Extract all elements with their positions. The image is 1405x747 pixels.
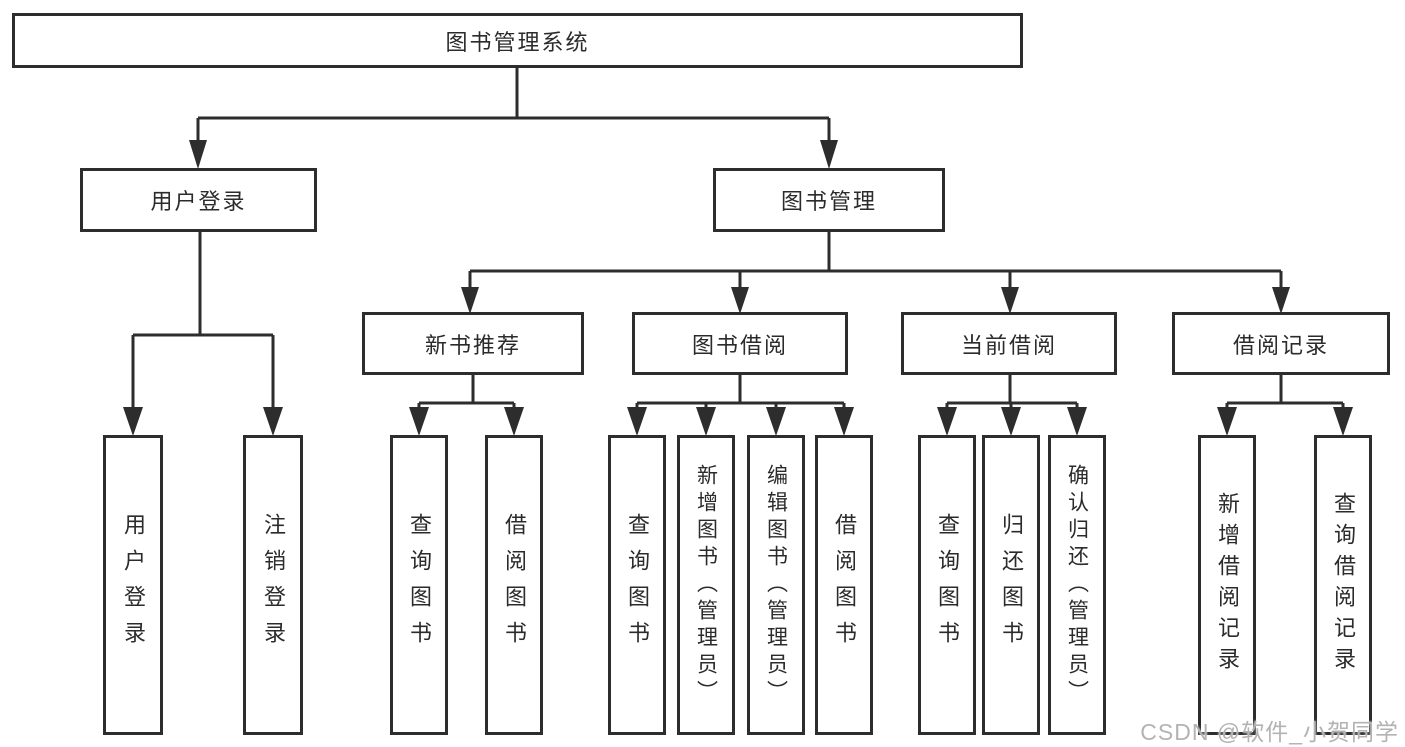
- connector-path: [468, 232, 1283, 290]
- node-leaf-add-book-admin: 新增图书（管理员）: [677, 435, 735, 735]
- arrow-down-icon: [1001, 287, 1019, 314]
- node-leaf-user-login: 用户登录: [103, 435, 163, 735]
- arrow-down-icon: [696, 407, 716, 436]
- node-book-borrowing: 图书借阅: [632, 312, 848, 375]
- node-leaf-borrow-books-borrowing: 借阅图书: [815, 435, 873, 735]
- arrow-down-icon: [1217, 407, 1237, 436]
- node-leaf-label: 查询借阅记录: [1331, 492, 1356, 678]
- node-user-login: 用户登录: [80, 168, 317, 232]
- node-borrowing-records: 借阅记录: [1172, 312, 1390, 375]
- node-book-borrowing-label: 图书借阅: [691, 332, 788, 358]
- arrow-down-icon: [834, 407, 854, 436]
- arrow-down-icon: [731, 287, 749, 314]
- node-leaf-query-books-current: 查询图书: [918, 435, 976, 735]
- arrow-down-icon: [1001, 407, 1021, 436]
- arrow-down-icon: [766, 407, 786, 436]
- arrow-down-icon: [1067, 407, 1087, 436]
- node-leaf-query-books-borrowing: 查询图书: [608, 435, 666, 735]
- node-leaf-confirm-return-admin: 确认归还（管理员）: [1048, 435, 1106, 735]
- node-new-book-recommend: 新书推荐: [362, 312, 584, 375]
- node-leaf-label: 确认归还（管理员）: [1065, 463, 1089, 707]
- node-leaf-return-books: 归还图书: [982, 435, 1040, 735]
- arrow-down-icon: [504, 407, 524, 436]
- arrow-down-icon: [409, 407, 429, 436]
- node-book-management-label: 图书管理: [780, 189, 877, 214]
- node-leaf-label: 归还图书: [999, 513, 1024, 657]
- node-leaf-label: 查询图书: [407, 513, 432, 657]
- node-leaf-label: 查询图书: [935, 513, 960, 657]
- node-leaf-label: 查询图书: [625, 513, 650, 657]
- node-leaf-label: 注销登录: [261, 513, 286, 657]
- arrow-down-icon: [937, 407, 957, 436]
- node-leaf-label: 新增借阅记录: [1215, 492, 1240, 678]
- node-leaf-label: 用户登录: [121, 513, 146, 657]
- connector-path: [417, 375, 516, 410]
- node-leaf-logout: 注销登录: [243, 435, 303, 735]
- arrow-down-icon: [1272, 287, 1290, 314]
- node-leaf-query-borrow-record: 查询借阅记录: [1314, 435, 1372, 735]
- node-leaf-label: 借阅图书: [502, 513, 527, 657]
- arrow-down-icon: [820, 140, 838, 169]
- node-leaf-add-borrow-record: 新增借阅记录: [1198, 435, 1256, 735]
- node-book-management: 图书管理: [713, 168, 945, 232]
- node-leaf-borrow-books-recommend: 借阅图书: [485, 435, 543, 735]
- arrow-down-icon: [123, 407, 143, 436]
- node-current-borrowing-label: 当前借阅: [960, 332, 1057, 358]
- node-user-login-label: 用户登录: [150, 189, 247, 214]
- connector-path: [945, 375, 1079, 410]
- node-borrowing-records-label: 借阅记录: [1232, 332, 1329, 358]
- arrow-down-icon: [461, 287, 479, 314]
- node-leaf-label: 新增图书（管理员）: [694, 463, 718, 707]
- node-root-label: 图书管理系统: [445, 29, 590, 55]
- arrow-down-icon: [1333, 407, 1353, 436]
- connector-path: [196, 68, 831, 142]
- csdn-watermark: CSDN @软件_小贺同学: [1140, 719, 1399, 745]
- node-leaf-label: 编辑图书（管理员）: [764, 463, 788, 707]
- arrow-down-icon: [263, 407, 283, 436]
- node-new-book-recommend-label: 新书推荐: [424, 332, 521, 358]
- arrow-down-icon: [189, 140, 207, 169]
- connector-path: [131, 232, 275, 410]
- node-leaf-label: 借阅图书: [832, 513, 857, 657]
- node-leaf-edit-book-admin: 编辑图书（管理员）: [747, 435, 805, 735]
- connector-path: [1225, 375, 1345, 410]
- arrow-down-icon: [627, 407, 647, 436]
- node-leaf-query-books-recommend: 查询图书: [390, 435, 448, 735]
- connector-path: [635, 375, 846, 410]
- node-root: 图书管理系统: [12, 13, 1023, 68]
- node-current-borrowing: 当前借阅: [901, 312, 1117, 375]
